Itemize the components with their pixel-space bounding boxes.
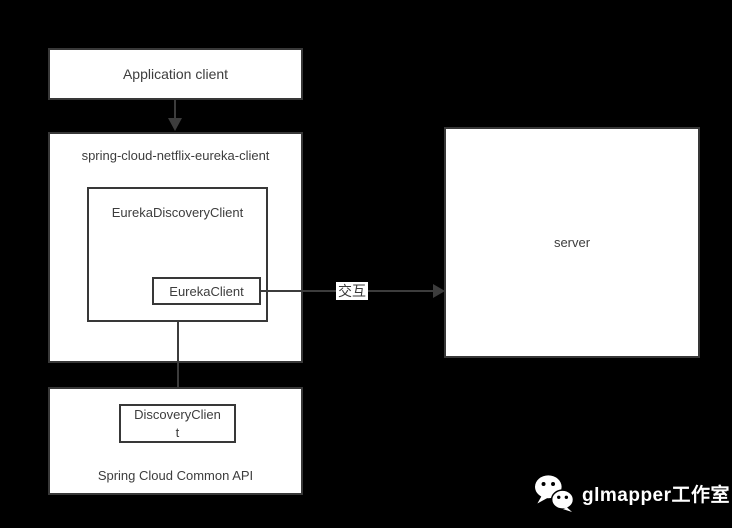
node-common-api-module-label: Spring Cloud Common API — [97, 468, 254, 483]
node-application-client-label: Application client — [122, 66, 229, 82]
node-eureka-client-label: EurekaClient — [169, 283, 244, 299]
node-discovery-client-label: DiscoveryClien t — [134, 406, 221, 440]
edge-app-to-module-arrowhead-icon — [168, 118, 182, 131]
edge-interaction-label: 交互 — [336, 282, 368, 300]
edge-ec-to-server-arrowhead-icon — [433, 284, 445, 298]
node-eureka-client-module-label: spring-cloud-netflix-eureka-client — [81, 148, 270, 163]
wechat-icon — [535, 475, 575, 512]
node-eureka-discovery-client-label: EurekaDiscoveryClient — [111, 205, 244, 220]
node-eureka-client: EurekaClient — [152, 277, 261, 305]
edge-edc-to-dc-line — [177, 322, 179, 391]
node-application-client: Application client — [48, 48, 303, 100]
node-server: server — [444, 127, 700, 358]
node-server-label: server — [553, 235, 591, 250]
watermark-text: glmapper工作室 — [582, 484, 731, 506]
watermark: glmapper工作室 — [533, 474, 730, 512]
node-discovery-client: DiscoveryClien t — [119, 404, 236, 443]
edge-app-to-module-line — [174, 100, 176, 119]
